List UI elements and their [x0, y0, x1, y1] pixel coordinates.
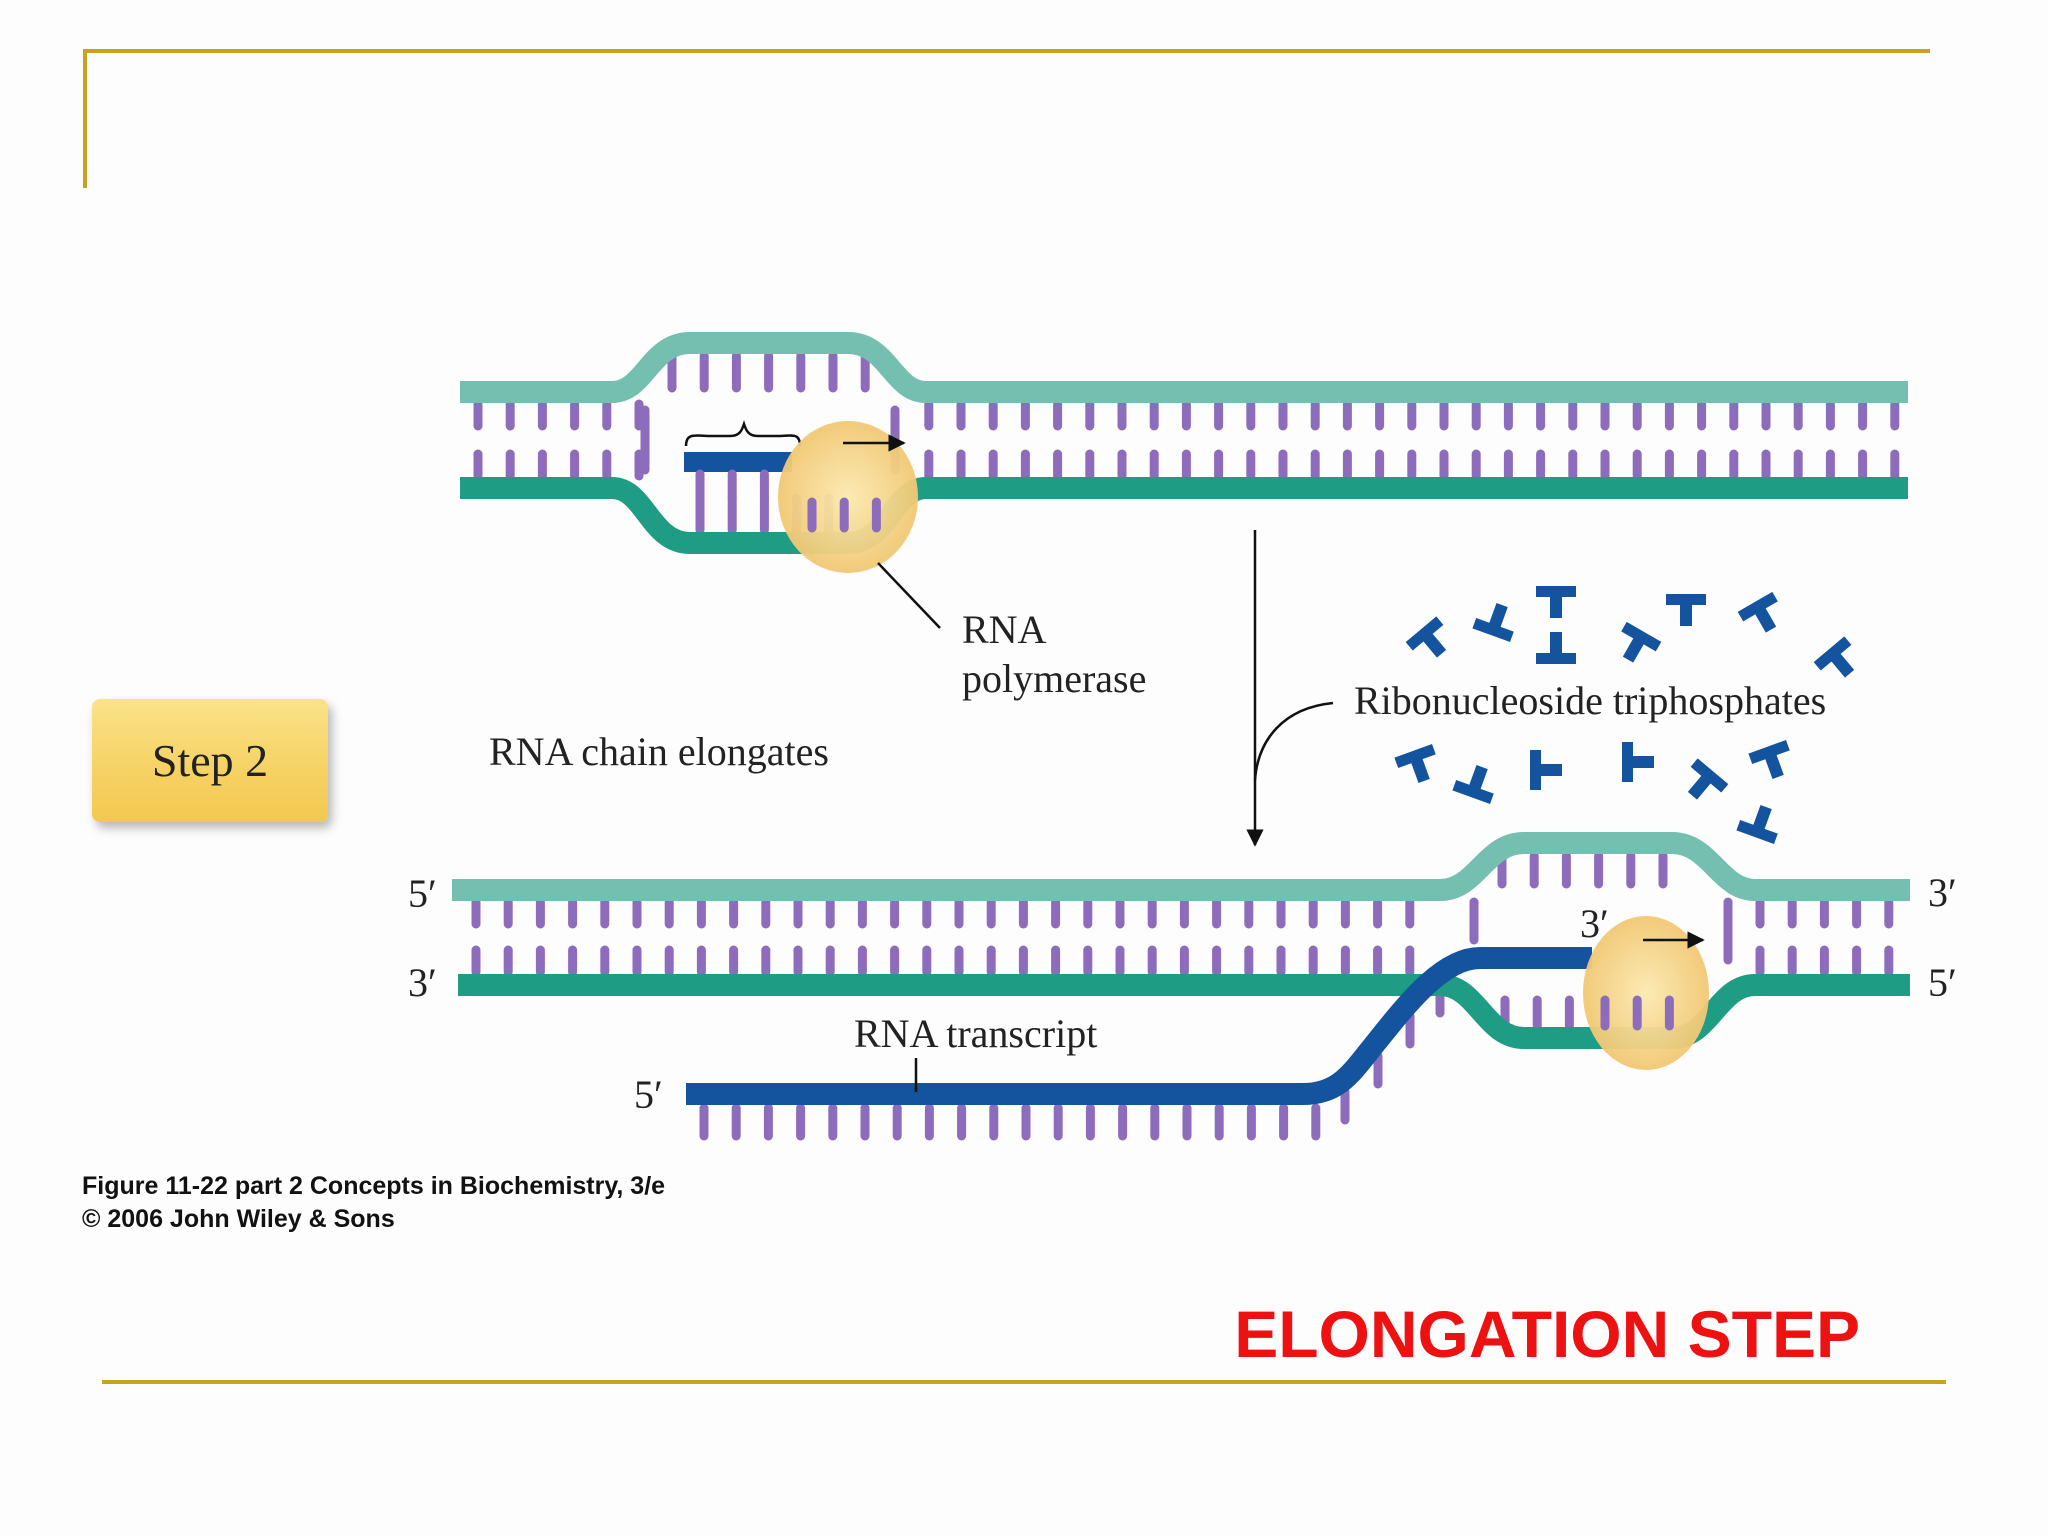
elongation-step-title: ELONGATION STEP [1234, 1297, 1860, 1371]
top-rna-brace [684, 420, 802, 447]
end-label-bottom-right: 5′ [1928, 960, 1957, 1005]
ntp-molecule [1452, 765, 1494, 804]
rna-polymerase-blob-bottom [1583, 916, 1709, 1070]
top-rna-segment [684, 452, 792, 472]
ntp-molecule [1737, 591, 1778, 633]
rna-transcript-bases [699, 980, 1445, 1141]
ntp-molecule [1394, 744, 1436, 783]
ntp-molecule [1622, 742, 1654, 782]
top-rna-bases [695, 469, 769, 503]
bottom-coding-strand [452, 832, 1910, 901]
figure-citation-line2: © 2006 John Wiley & Sons [82, 1205, 395, 1233]
ntp-molecule [1536, 586, 1576, 618]
top-coding-strand [460, 332, 1908, 403]
rna-start-end-label: 5′ [634, 1072, 663, 1117]
rna-polymerase-pointer [877, 562, 941, 629]
top-polymerase-bases [807, 497, 881, 533]
bottom-base-pairs [471, 851, 1894, 1031]
ribonucleoside-triphosphates [1394, 586, 1855, 844]
rna-chain-elongates-label: RNA chain elongates [489, 729, 829, 774]
ntp-curve-arrow [1253, 701, 1334, 781]
ntp-molecule [1736, 805, 1778, 844]
rna-tip-end-label: 3′ [1580, 901, 1609, 946]
slide-frame [83, 49, 1946, 1384]
ntp-molecule [1530, 750, 1562, 790]
top-template-strand [460, 477, 1908, 554]
ntp-molecule [1536, 632, 1576, 664]
top-base-pairs [473, 351, 1900, 535]
dna-bottom-panel [452, 832, 1910, 1141]
end-label-top-left: 5′ [408, 871, 437, 916]
rna-transcript-strand [686, 947, 1592, 1105]
ntp-molecule [1687, 758, 1729, 800]
bottom-polymerase-bases [1600, 995, 1674, 1031]
ntp-label: Ribonucleoside triphosphates [1354, 678, 1826, 723]
step-badge-box [92, 699, 328, 822]
step-badge-label: Step 2 [152, 735, 268, 786]
dna-top-panel [460, 332, 1908, 629]
rna-polymerase-label-line1: RNA [962, 607, 1047, 652]
rna-polymerase-blob-top [778, 421, 918, 573]
ntp-molecule [1472, 603, 1514, 642]
rna-transcript-label: RNA transcript [854, 1011, 1097, 1056]
end-label-top-right: 3′ [1928, 870, 1957, 915]
ntp-molecule [1405, 616, 1447, 658]
ntp-molecule [1748, 740, 1790, 779]
figure-citation-line1: Figure 11-22 part 2 Concepts in Biochemi… [82, 1172, 665, 1200]
step-badge: Step 2 [92, 699, 328, 822]
rna-polymerase-label-line2: polymerase [962, 656, 1146, 701]
ntp-molecule [1813, 636, 1855, 678]
ntp-molecule [1621, 621, 1662, 663]
end-label-bottom-left: 3′ [408, 960, 437, 1005]
ntp-molecule [1666, 594, 1706, 626]
